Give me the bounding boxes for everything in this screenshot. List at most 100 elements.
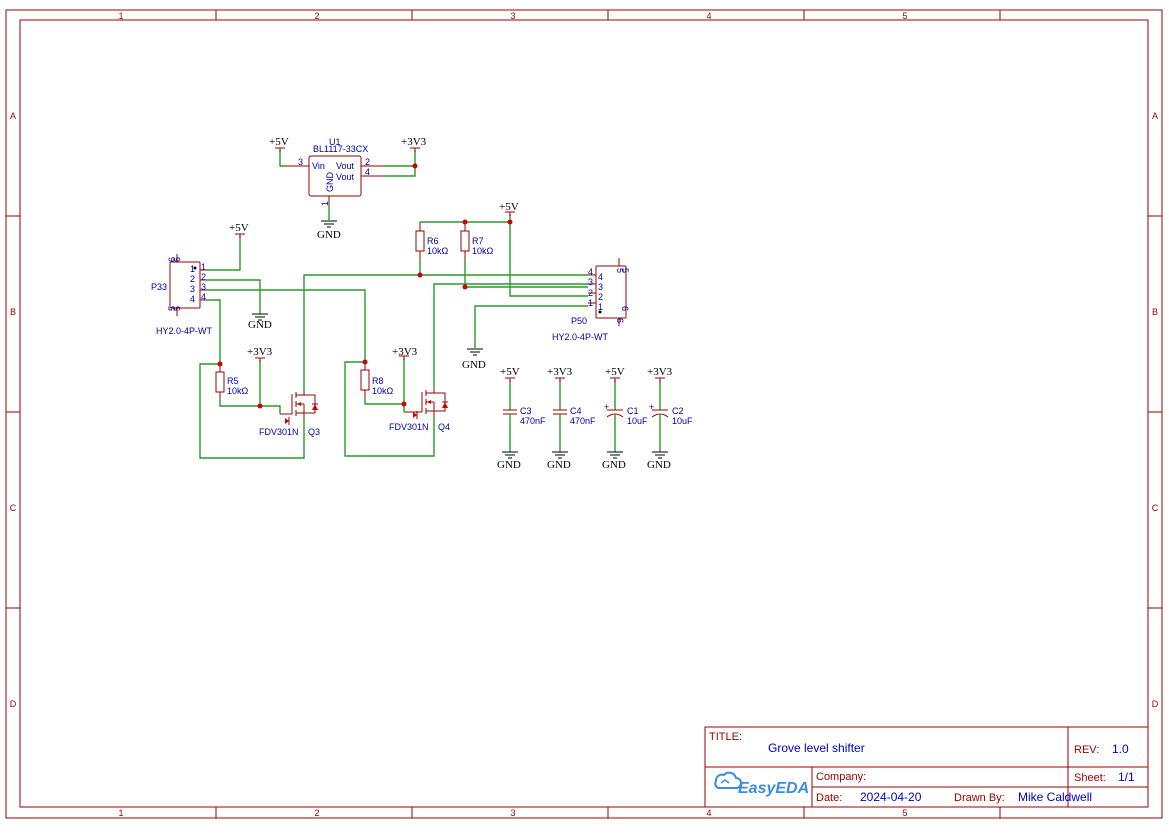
p33-pin-name: 4 bbox=[190, 294, 195, 304]
c4-capacitor[interactable]: C4 470nF bbox=[553, 380, 596, 452]
col-label: 1 bbox=[118, 808, 123, 818]
col-label: 2 bbox=[314, 808, 319, 818]
p50-pin-name: 6 bbox=[620, 306, 630, 311]
power-label: +3V3 bbox=[547, 366, 573, 378]
p50-pin-name: 2 bbox=[598, 292, 603, 302]
p50-pin-num: 6 bbox=[615, 318, 625, 323]
r7-value: 10kΩ bbox=[472, 246, 494, 256]
r5-resistor[interactable]: R5 10kΩ bbox=[215, 364, 249, 400]
u1-pin-vin: Vin bbox=[312, 161, 325, 171]
p33-connector[interactable]: P33 HY2.0-4P-WT 1 2 3 4 1 2 3 4 6 6 5 5 bbox=[151, 254, 213, 336]
c3-value: 470nF bbox=[520, 416, 546, 426]
power-label: +3V3 bbox=[401, 136, 427, 148]
q3-value: FDV301N bbox=[259, 427, 299, 437]
p33-pin-num: 5 bbox=[167, 306, 177, 311]
power-label: +5V bbox=[605, 366, 625, 378]
u1-regulator[interactable]: U1 BL1117-33CX Vin Vout Vout GND 3 2 4 1 bbox=[284, 137, 386, 206]
p50-pin-name: 3 bbox=[598, 282, 603, 292]
r8-ref: R8 bbox=[372, 376, 384, 386]
c2-plus: + bbox=[649, 402, 654, 412]
r5-value: 10kΩ bbox=[227, 386, 249, 396]
p50-pin-num: 1 bbox=[588, 298, 593, 308]
power-label: +3V3 bbox=[647, 366, 673, 378]
c4-ref: C4 bbox=[570, 406, 582, 416]
p50-pin-num: 5 bbox=[615, 268, 625, 273]
p33-pin-name: 6 bbox=[167, 257, 177, 262]
p50-ref: P50 bbox=[571, 316, 587, 326]
p33-pin-num: 2 bbox=[201, 272, 206, 282]
q4-ref: Q4 bbox=[438, 422, 450, 432]
p33-pin-num: 3 bbox=[201, 282, 206, 292]
c1-capacitor[interactable]: + C1 10uF bbox=[604, 380, 648, 452]
logo-text: EasyEDA bbox=[738, 780, 809, 797]
u1-pin-vout2: Vout bbox=[336, 172, 355, 182]
p50-pin-name: 5 bbox=[620, 268, 630, 273]
power-label: +5V bbox=[500, 366, 520, 378]
p33-pin-num: 6 bbox=[172, 257, 182, 262]
col-label: 4 bbox=[706, 808, 711, 818]
col-label: 5 bbox=[902, 808, 907, 818]
rev-value: 1.0 bbox=[1112, 742, 1129, 756]
col-label: 5 bbox=[902, 11, 907, 21]
row-label: B bbox=[10, 307, 16, 317]
r7-ref: R7 bbox=[472, 236, 484, 246]
drawn-by-label: Drawn By: bbox=[954, 792, 1005, 804]
ground-label: GND bbox=[248, 319, 272, 331]
p50-pin-name: 4 bbox=[598, 272, 603, 282]
r6-ref: R6 bbox=[427, 236, 439, 246]
drawn-by-value: Mike Caldwell bbox=[1018, 790, 1092, 804]
c3-capacitor[interactable]: C3 470nF bbox=[503, 380, 546, 452]
sheet-label: Sheet: bbox=[1074, 772, 1106, 784]
p33-pin-name: 5 bbox=[172, 306, 182, 311]
row-label: C bbox=[1152, 503, 1159, 513]
sheet-frame: 1 2 3 4 5 1 2 3 4 5 A B C D A B C D bbox=[5, 9, 1163, 819]
u1-value: BL1117-33CX bbox=[313, 144, 368, 154]
c1-plus: + bbox=[604, 402, 609, 412]
ground-label: GND bbox=[647, 459, 671, 471]
p50-connector[interactable]: P50 HY2.0-4P-WT 4 3 2 1 4 3 2 1 5 5 6 6 bbox=[552, 258, 630, 342]
rev-label: REV: bbox=[1074, 744, 1099, 756]
row-label: D bbox=[1152, 699, 1159, 709]
ground-label: GND bbox=[317, 229, 341, 241]
c2-capacitor[interactable]: + C2 10uF bbox=[649, 380, 693, 452]
company-label: Company: bbox=[816, 771, 866, 783]
p50-pin-num: 4 bbox=[588, 267, 593, 277]
power-label: +5V bbox=[269, 136, 289, 148]
u1-pin-vout1: Vout bbox=[336, 161, 355, 171]
p33-pin-name: 3 bbox=[190, 284, 195, 294]
p50-pin-name: 1 bbox=[598, 302, 603, 312]
r6-value: 10kΩ bbox=[427, 246, 449, 256]
q3-mosfet[interactable]: FDV301N Q3 bbox=[259, 390, 320, 437]
col-label: 3 bbox=[510, 11, 515, 21]
main-wiring bbox=[199, 214, 588, 459]
q3-ref: Q3 bbox=[308, 427, 320, 437]
u1-pin-num: 3 bbox=[298, 157, 303, 167]
title-label: TITLE: bbox=[709, 731, 742, 743]
easyeda-logo: EasyEDA bbox=[714, 771, 809, 797]
q4-mosfet[interactable]: FDV301N Q4 bbox=[389, 388, 450, 432]
power-label: +3V3 bbox=[247, 346, 273, 358]
ground-label: GND bbox=[602, 459, 626, 471]
r6-resistor[interactable]: R6 10kΩ bbox=[415, 222, 449, 260]
c2-ref: C2 bbox=[672, 406, 684, 416]
ground-label: GND bbox=[497, 459, 521, 471]
p33-pin-num: 4 bbox=[201, 292, 206, 302]
col-label: 2 bbox=[314, 11, 319, 21]
power-label: +5V bbox=[499, 201, 519, 213]
date-value: 2024-04-20 bbox=[860, 790, 922, 804]
p33-ref: P33 bbox=[151, 282, 167, 292]
p50-pin-num: 3 bbox=[588, 277, 593, 287]
c3-ref: C3 bbox=[520, 406, 532, 416]
c1-ref: C1 bbox=[627, 406, 639, 416]
junction-dot bbox=[412, 163, 418, 169]
col-label: 1 bbox=[118, 11, 123, 21]
p33-pin-num: 1 bbox=[201, 262, 206, 272]
r8-resistor[interactable]: R8 10kΩ bbox=[360, 362, 394, 398]
p33-pin-name: 2 bbox=[190, 274, 195, 284]
row-label: C bbox=[10, 503, 17, 513]
u1-wiring bbox=[279, 150, 418, 220]
r7-resistor[interactable]: R7 10kΩ bbox=[460, 222, 494, 260]
r5-ref: R5 bbox=[227, 376, 239, 386]
